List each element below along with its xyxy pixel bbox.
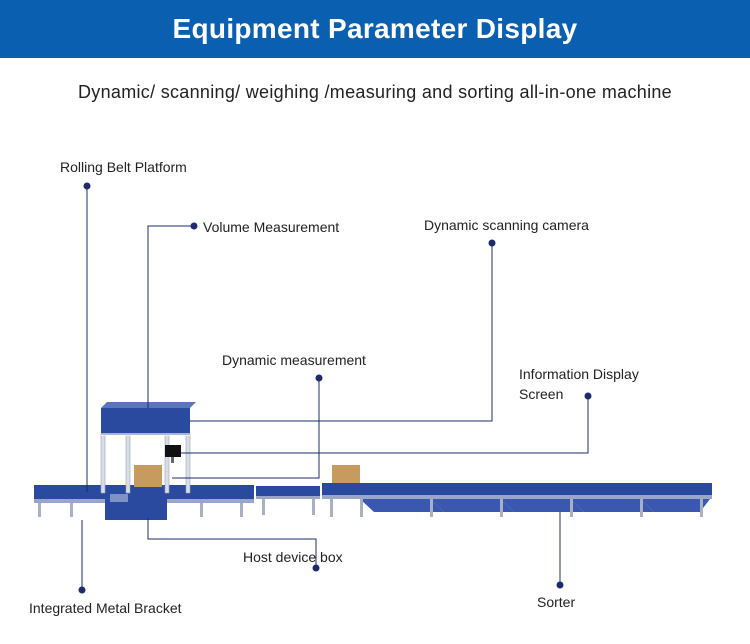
dot-info-screen [584,392,592,400]
leader-lines [81,186,589,590]
label-dynamic-measurement: Dynamic measurement [222,352,366,368]
leader-dynamic-measurement [172,378,320,479]
label-volume-measurement: Volume Measurement [203,219,340,235]
carton-2 [332,465,360,485]
conveyor-legs [38,503,243,517]
label-integrated-metal-bracket: Integrated Metal Bracket [29,600,182,616]
leader-host-box [147,518,317,568]
dot-camera [488,239,496,247]
dot-volume [190,222,198,230]
label-sorter: Sorter [537,594,576,610]
dot-host-box [312,564,320,572]
label-information-display-screen: Information Display Screen [519,366,639,402]
label-rolling-belt-platform: Rolling Belt Platform [60,159,187,175]
leader-dots [78,182,592,594]
carton-1 [134,465,162,487]
volume-hood [101,408,190,435]
host-device-box-shape [105,490,167,520]
page-subtitle: Dynamic/ scanning/ weighing /measuring a… [77,82,672,102]
dot-bracket [78,586,86,594]
page-title: Equipment Parameter Display [172,13,578,44]
leader-camera [190,243,493,422]
dot-dynamic-measurement [315,374,323,382]
display-screen-shape [165,445,181,457]
leader-info-screen [181,396,589,454]
machine-illustration [34,402,712,520]
dot-rolling-belt [83,182,91,190]
leader-volume [147,225,194,408]
label-dynamic-scanning-camera: Dynamic scanning camera [424,217,589,233]
sorter-chutes [360,499,710,512]
dot-sorter [556,581,564,589]
header-banner: Equipment Parameter Display [0,0,750,58]
label-host-device-box: Host device box [243,549,343,565]
sorter-conveyor [322,483,712,495]
